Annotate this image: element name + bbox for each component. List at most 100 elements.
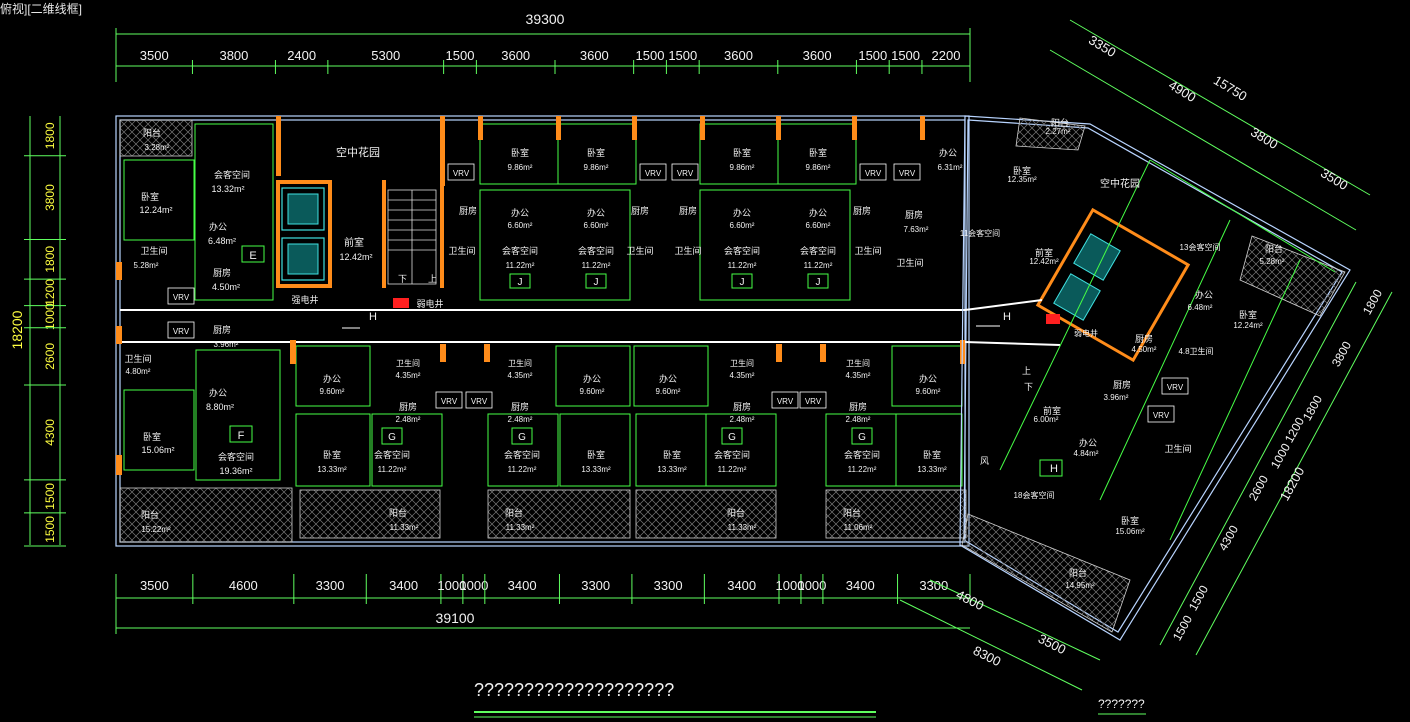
top-living-area-1: 11.22m² — [582, 261, 611, 270]
rw-feng: 风 — [980, 456, 989, 466]
top-dim-9: 3600 — [724, 48, 753, 63]
bottom-balcony-2: 阳台 — [727, 507, 745, 518]
bottom-dim-2: 3300 — [316, 578, 345, 593]
left-dim-5: 2600 — [43, 343, 57, 370]
top-dim-7: 1500 — [636, 48, 665, 63]
bottom-bath-1: 卫生间 — [508, 358, 532, 368]
top-dim-13: 2200 — [932, 48, 961, 63]
vrv-label-0: VRV — [453, 169, 470, 178]
vrv-label-11: VRV — [1167, 383, 1184, 392]
rw-balcony3: 阳台 — [1069, 567, 1087, 578]
fire-hydrant-box — [393, 298, 409, 308]
top-dim-1: 3800 — [219, 48, 248, 63]
bottom-bedroom-area-3: 13.33m² — [917, 465, 947, 474]
top-living-1: 会客空间 — [578, 245, 614, 256]
rw-down: 下 — [1024, 382, 1033, 392]
unit-tags: E F — [229, 245, 265, 443]
unit-g-box-0 — [381, 427, 403, 445]
unit-tag-e: E — [249, 250, 256, 262]
rw-foyer-area: 12.42m² — [1029, 257, 1059, 266]
diag-top-dim-2: 3800 — [1248, 124, 1281, 152]
rw-office3: 办公 — [1079, 437, 1097, 448]
diag-right-total: 18200 — [1277, 464, 1308, 503]
top-office-area-2: 6.60m² — [730, 221, 755, 230]
top-dim-11: 1500 — [858, 48, 887, 63]
bottom-balcony-area-3: 11.06m² — [844, 523, 873, 532]
vrv-box-3 — [859, 163, 887, 181]
bottom-office-2: 办公 — [659, 373, 677, 384]
left-dimension-chain: 18200 1800380018001200100026004300150015… — [9, 116, 66, 547]
vrv-label-9: VRV — [777, 397, 794, 406]
top-kitchen-2: 厨房 — [679, 205, 697, 216]
lb-kitchen2-area: 3.96m² — [214, 340, 239, 349]
balcony-hatch-b2 — [487, 489, 631, 539]
bottom-living-3: 会客空间 — [844, 449, 880, 460]
rw-balcony3-area: 14.95m² — [1065, 581, 1095, 590]
vrv-box-4 — [893, 163, 921, 181]
vrv-label-3: VRV — [865, 169, 882, 178]
bottom-bedroom-area-2: 13.33m² — [657, 465, 687, 474]
rw-bedroom3: 卧室 — [1121, 515, 1139, 526]
garden-label: 空中花园 — [336, 145, 380, 159]
top-dim-6: 3600 — [580, 48, 609, 63]
bottom-office-area-0: 9.60m² — [320, 387, 345, 396]
top-office-3: 办公 — [809, 207, 827, 218]
right-wing[interactable] — [959, 115, 1351, 641]
balcony-hatch-b1 — [299, 489, 441, 539]
top-dim-4: 1500 — [446, 48, 475, 63]
top-office-0: 办公 — [511, 207, 529, 218]
rw-office: 办公 — [939, 147, 957, 158]
bottom-dim-11: 1000 — [797, 578, 826, 593]
bottom-bath-3: 卫生间 — [846, 358, 870, 368]
diag-bottom-dim-1: 3500 — [1036, 631, 1069, 657]
lb-office: 办公 — [209, 221, 227, 232]
top-living-area-0: 11.22m² — [506, 261, 535, 270]
bottom-dim-10: 1000 — [776, 578, 805, 593]
vrv-label-6: VRV — [173, 327, 190, 336]
diag-right-dim-2: 1800 — [1300, 393, 1325, 423]
top-office-1: 办公 — [587, 207, 605, 218]
rw-bath: 4.8卫生间 — [1178, 346, 1213, 356]
structural-columns — [116, 116, 966, 475]
vrv-box-1 — [639, 163, 667, 181]
lb-bath2: 卫生间 — [124, 353, 151, 364]
balcony-hatch-b4 — [825, 489, 967, 539]
bottom-total-label: 39100 — [436, 610, 475, 626]
bottom-kitchen-area-0: 2.48m² — [396, 415, 421, 424]
top-bath-0: 卫生间 — [448, 245, 475, 256]
rw-bedroom3-area: 15.06m² — [1115, 527, 1145, 536]
bottom-balcony-area-2: 11.33m² — [728, 523, 757, 532]
rw-living3: 18会客空间 — [1014, 490, 1055, 500]
bottom-dim-3: 3400 — [389, 578, 418, 593]
lb-bedroom: 卧室 — [141, 191, 159, 202]
viewport-label[interactable]: 俯视][二维线框] — [0, 2, 83, 16]
top-bedroom-2: 卧室 — [733, 147, 751, 158]
bottom-office-0: 办公 — [323, 373, 341, 384]
bottom-units: 办公9.60m²办公9.60m²办公9.60m²办公9.60m²卧室13.33m… — [317, 358, 947, 532]
rw-balcony2-area: 5.28m² — [1260, 257, 1285, 266]
bottom-kitchen-1: 厨房 — [511, 401, 529, 412]
lb-office2: 办公 — [209, 387, 227, 398]
rw-shaft: 弱电井 — [1074, 328, 1098, 338]
bottom-bath-area-3: 4.35m² — [846, 371, 871, 380]
fire-hydrant-box-right — [1046, 314, 1060, 324]
vrv-box-8 — [465, 391, 493, 409]
drawing-title[interactable]: ???????????????????? ??????? — [474, 680, 1146, 718]
bottom-dim-0: 3500 — [140, 578, 169, 593]
rw-bedroom2: 卧室 — [1239, 309, 1257, 320]
rw-office-area: 6.31m² — [938, 163, 963, 172]
unit-partitions — [123, 123, 963, 487]
bottom-dim-6: 3400 — [508, 578, 537, 593]
bottom-dim-7: 3300 — [581, 578, 610, 593]
bottom-bedroom-area-1: 13.33m² — [581, 465, 611, 474]
rw-foyer2-area: 6.00m² — [1034, 415, 1059, 424]
lb-office-area: 6.48m² — [208, 236, 236, 246]
vrv-label-7: VRV — [441, 397, 458, 406]
building-outline[interactable] — [115, 115, 970, 547]
diag-right-dim-6: 4300 — [1216, 523, 1241, 553]
bottom-living-1: 会客空间 — [504, 449, 540, 460]
top-bath-2: 卫生间 — [674, 245, 701, 256]
bottom-living-2: 会客空间 — [714, 449, 750, 460]
